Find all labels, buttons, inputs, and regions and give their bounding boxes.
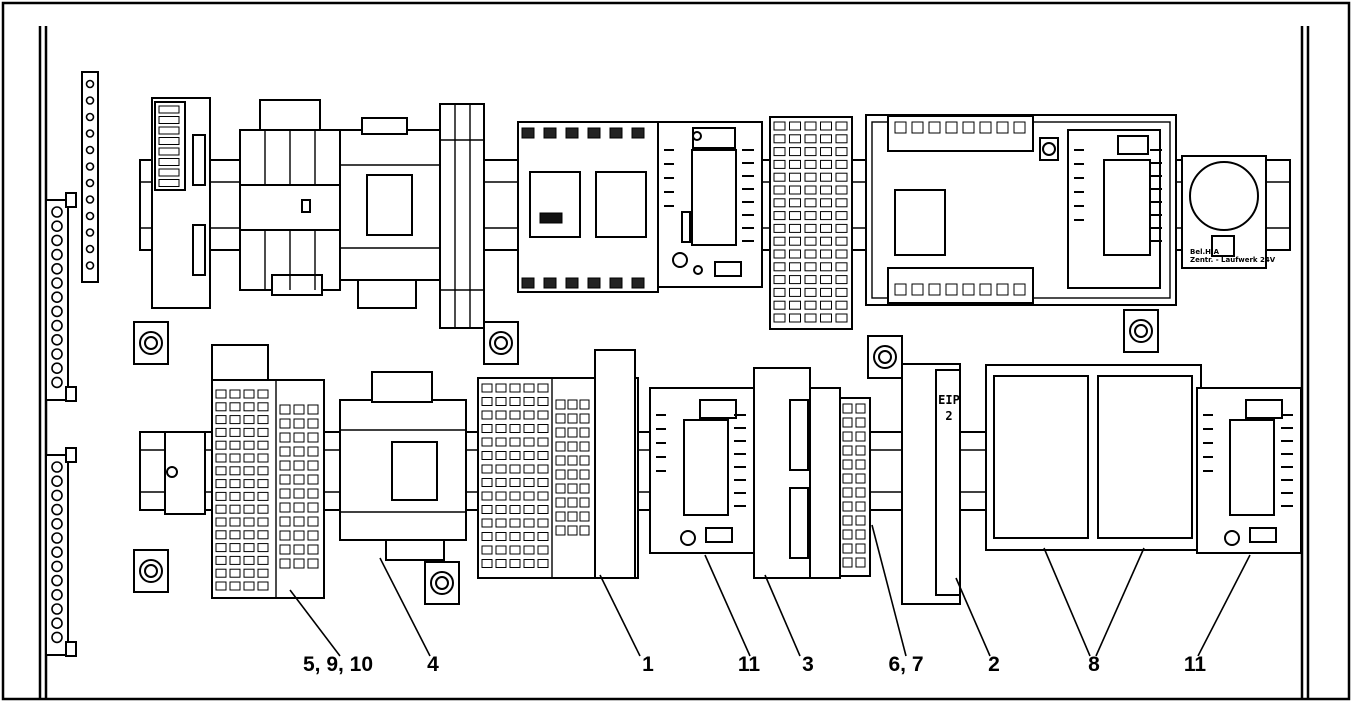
eip-module-label: EIP 2 xyxy=(938,393,960,423)
cabinet-right-wall xyxy=(1300,26,1310,700)
lower-terminal-block-1 xyxy=(477,349,639,579)
ground-bar-left-2 xyxy=(45,447,77,657)
callout-2: 2 xyxy=(988,653,1000,676)
fan-module-label: Bel.H.A Zentr. - Laufwerk 24V xyxy=(1190,248,1276,282)
fan-label-line-2: Zentr. - Laufwerk 24V xyxy=(1190,256,1276,265)
mounting-screw xyxy=(867,335,903,379)
mounting-screw xyxy=(483,321,519,365)
upper-terminal-block-b xyxy=(769,116,853,330)
callout-1: 1 xyxy=(642,653,654,676)
mounting-screw xyxy=(133,549,169,593)
lower-terminal-block-5-9-10 xyxy=(211,344,325,599)
callout-8: 8 xyxy=(1088,653,1100,676)
callout-6-7: 6, 7 xyxy=(888,653,924,676)
lower-eip-module-2 xyxy=(901,363,961,605)
upper-controller-unit xyxy=(657,121,763,288)
callout-11-second: 11 xyxy=(1183,653,1207,676)
callout-11-first: 11 xyxy=(737,653,761,676)
upper-contactor-module xyxy=(239,99,341,296)
upper-plc-unit xyxy=(865,114,1177,306)
callout-leader-lines xyxy=(289,524,1251,657)
lower-enclosure-8 xyxy=(985,364,1202,551)
lower-terminal-block-6-7 xyxy=(839,397,871,577)
upper-breaker-module xyxy=(151,97,211,309)
mounting-screw xyxy=(133,321,169,365)
upper-terminal-block-a xyxy=(439,103,485,329)
fan-label-line-1: Bel.H.A xyxy=(1190,248,1220,256)
mounting-screw xyxy=(1123,309,1159,353)
upper-relay-module xyxy=(339,117,441,309)
upper-contactor-pair xyxy=(517,121,659,293)
callout-4: 4 xyxy=(427,653,439,676)
lower-controller-unit-11b xyxy=(1196,387,1302,554)
lower-controller-unit-11a xyxy=(649,387,755,554)
lower-module-3 xyxy=(753,367,841,579)
ground-bar-left-1 xyxy=(45,192,77,402)
upper-fan-module xyxy=(1181,155,1267,269)
callout-5-9-10: 5, 9, 10 xyxy=(302,653,374,676)
lower-relay-module-4 xyxy=(339,371,467,561)
mounting-screw xyxy=(424,561,460,605)
callout-3: 3 xyxy=(802,653,814,676)
ground-bar-upper xyxy=(81,71,99,283)
